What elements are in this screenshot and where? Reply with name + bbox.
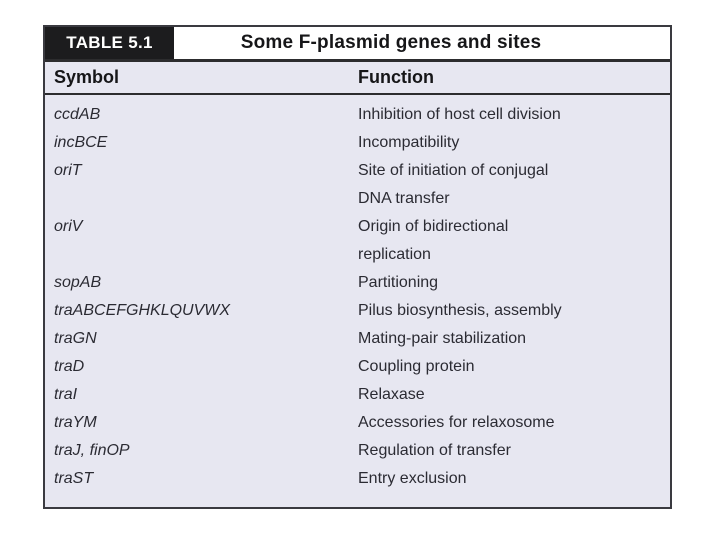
function-line: Pilus biosynthesis, assembly — [358, 302, 562, 319]
table-number-label: TABLE 5.1 — [45, 27, 174, 59]
function-cell: Regulation of transfer — [358, 437, 670, 465]
symbol-cell: oriT — [54, 162, 82, 179]
function-cell: Mating-pair stabilization — [358, 325, 670, 353]
symbol-cell: sopAB — [54, 274, 102, 291]
table-row: traST Entry exclusion — [45, 465, 670, 493]
function-cell: Accessories for relaxosome — [358, 409, 670, 437]
table-row: incBCE Incompatibility — [45, 129, 670, 157]
table-body: ccdAB Inhibition of host cell division inc… — [45, 95, 670, 493]
symbol-cell: traI — [54, 386, 78, 403]
function-line: Inhibition of host cell division — [358, 106, 561, 123]
function-line: Relaxase — [358, 386, 425, 403]
table-row: traGN Mating-pair stabilization — [45, 325, 670, 353]
column-header-symbol: Symbol — [54, 67, 120, 87]
function-line: replication — [358, 246, 431, 263]
symbol-cell: oriV — [54, 218, 83, 235]
symbol-cell: traST — [54, 470, 94, 487]
table-row: traABCEFGHKLQUVWX Pilus biosynthesis, ass… — [45, 297, 670, 325]
function-cell: Origin of bidirectional replication — [358, 213, 670, 269]
function-cell: Pilus biosynthesis, assembly — [358, 297, 670, 325]
symbol-cell: traABCEFGHKLQUVWX — [54, 302, 231, 319]
symbol-cell: ccdAB — [54, 106, 101, 123]
symbol-cell: traD — [54, 358, 85, 375]
function-line: Mating-pair stabilization — [358, 330, 527, 347]
table-row: sopAB Partitioning — [45, 269, 670, 297]
symbol-cell: incBCE — [54, 134, 108, 151]
function-cell: Incompatibility — [358, 129, 670, 157]
function-cell: Inhibition of host cell division — [358, 101, 670, 129]
function-line: Regulation of transfer — [358, 442, 511, 459]
symbol-cell: traJ, finOP — [54, 442, 130, 459]
symbol-cell: traGN — [54, 330, 97, 347]
function-line: Partitioning — [358, 274, 439, 291]
table-header-row: Symbol Function — [45, 62, 670, 95]
f-plasmid-table: TABLE 5.1 Some F-plasmid genes and sites… — [43, 25, 672, 509]
function-line: Origin of bidirectional — [358, 218, 509, 235]
table-row: traI Relaxase — [45, 381, 670, 409]
table-row: ccdAB Inhibition of host cell division — [45, 101, 670, 129]
table-row: traJ, finOP Regulation of transfer — [45, 437, 670, 465]
function-line: Incompatibility — [358, 134, 460, 151]
function-cell: Entry exclusion — [358, 465, 670, 493]
function-cell: Partitioning — [358, 269, 670, 297]
table-row: traD Coupling protein — [45, 353, 670, 381]
function-line: Coupling protein — [358, 358, 475, 375]
function-line: DNA transfer — [358, 190, 450, 207]
symbol-cell: traYM — [54, 414, 97, 431]
table-title-row: TABLE 5.1 Some F-plasmid genes and sites — [45, 27, 670, 62]
function-cell: Coupling protein — [358, 353, 670, 381]
function-line: Entry exclusion — [358, 470, 467, 487]
function-cell: Relaxase — [358, 381, 670, 409]
function-line: Site of initiation of conjugal — [358, 162, 549, 179]
table-row: traYM Accessories for relaxosome — [45, 409, 670, 437]
function-line: Accessories for relaxosome — [358, 414, 555, 431]
table-row: oriV Origin of bidirectional replication — [45, 213, 670, 269]
table-title: Some F-plasmid genes and sites — [240, 32, 542, 53]
column-header-function: Function — [358, 67, 434, 87]
